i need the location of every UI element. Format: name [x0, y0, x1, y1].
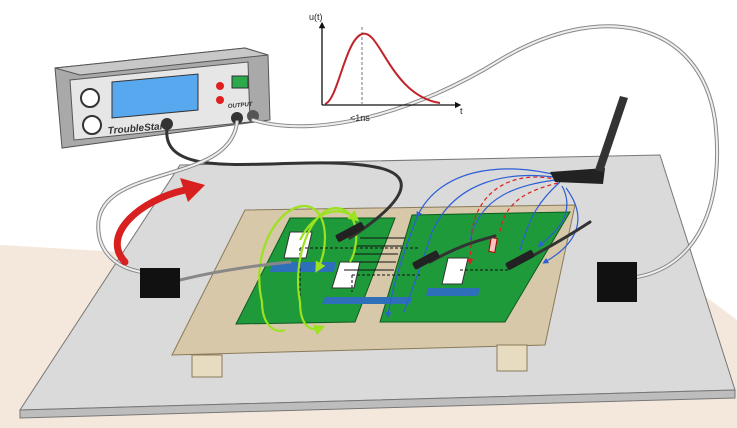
ferrite-clamp-icon: [597, 262, 637, 302]
probe-icon[interactable]: [412, 250, 440, 270]
trigger-cable-inner: [252, 25, 719, 279]
electric-field-lines: [467, 176, 559, 265]
esd-generator: [54, 47, 271, 149]
bnc-connector-icon[interactable]: [231, 112, 243, 124]
current-loops: [258, 204, 360, 336]
bnc-connector-icon[interactable]: [161, 118, 173, 130]
ferrite-cable-left: [178, 260, 292, 282]
led-indicator-icon: [216, 82, 224, 90]
pulse-curve: [324, 32, 441, 105]
pulse-plot: [318, 21, 462, 109]
plot-y-label: u(t): [309, 12, 323, 22]
board-leg-right: [496, 344, 528, 372]
status-led-green: [231, 75, 249, 89]
table-edge: [19, 389, 736, 419]
board-leg-left: [191, 354, 223, 378]
trace-bridge: [322, 297, 412, 304]
magnetic-field-lines: [385, 168, 579, 318]
ic-chip-3: [441, 257, 469, 285]
ferrite-clamp-icon: [140, 268, 180, 298]
discharge-arrow-head: [180, 178, 205, 202]
discharge-arrow: [114, 186, 189, 266]
probe-icon[interactable]: [335, 221, 365, 242]
output-cable-inner: [97, 121, 238, 276]
interconnect-lines: [344, 237, 405, 271]
led-indicator-icon: [216, 96, 224, 104]
display-screen: [111, 73, 199, 119]
antenna-icon[interactable]: [550, 96, 628, 184]
output-label: OUTPUT: [228, 102, 254, 110]
trace-right: [426, 288, 480, 296]
pulse-width-label: <1ns: [350, 113, 370, 123]
plot-x-label: t: [460, 106, 463, 116]
probe-icon[interactable]: [505, 249, 535, 270]
probe-cable: [165, 126, 403, 240]
device-brand: TroubleStar: [107, 121, 165, 137]
dashed-lines: [299, 247, 510, 300]
knob-icon[interactable]: [80, 88, 100, 108]
knob-icon[interactable]: [82, 115, 102, 135]
resistor-component: [488, 237, 498, 253]
